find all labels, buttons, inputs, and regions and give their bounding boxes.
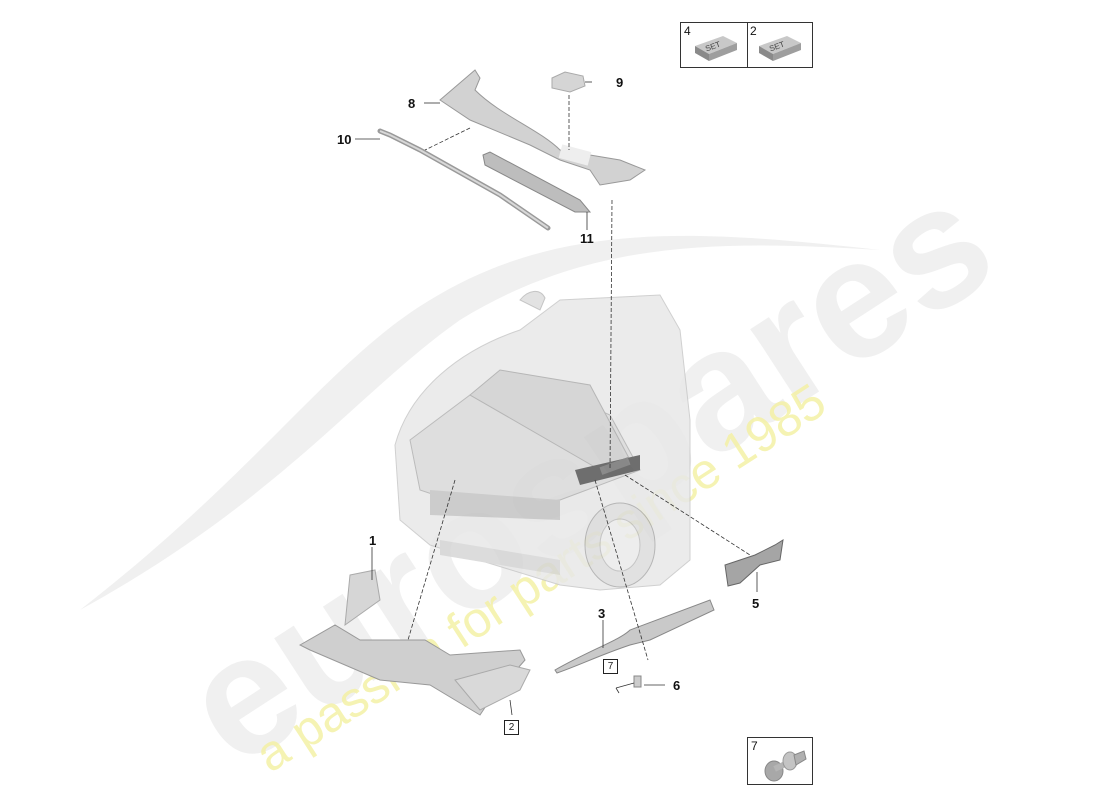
- part-5-bracket: [724, 539, 784, 587]
- push-clip-icon: [764, 750, 807, 782]
- callout-8[interactable]: 8: [408, 96, 416, 111]
- callout-6[interactable]: 6: [673, 678, 681, 693]
- callout-1[interactable]: 1: [369, 533, 377, 548]
- callout-5[interactable]: 5: [752, 596, 760, 611]
- set-box-icon: SET: [695, 36, 737, 61]
- part-11-insert: [482, 151, 592, 213]
- callout-10[interactable]: 10: [337, 132, 352, 147]
- part-3-side-trim: [554, 599, 715, 674]
- callout-7-boxed[interactable]: 7: [603, 659, 618, 674]
- kit-cell-1[interactable]: 4 SET: [681, 23, 748, 67]
- kit-cell-2[interactable]: 2 SET: [747, 23, 812, 67]
- clip-detail-box[interactable]: 7: [747, 737, 813, 785]
- kit-legend: 4 SET 2 SET: [680, 22, 813, 68]
- callout-3[interactable]: 3: [598, 606, 606, 621]
- set-box-icon: SET: [759, 36, 801, 61]
- clip-detail-number: 7: [751, 739, 758, 753]
- part-8-cowl-panel: [439, 69, 647, 186]
- kit-qty: 2: [750, 24, 757, 38]
- part-9-cap: [551, 71, 586, 93]
- kit-qty: 4: [684, 24, 691, 38]
- vehicle-illustration: [394, 291, 691, 591]
- callout-2-boxed[interactable]: 2: [504, 720, 519, 735]
- callout-11[interactable]: 11: [580, 231, 594, 246]
- callout-9[interactable]: 9: [616, 75, 624, 90]
- part-6-clip: [633, 675, 642, 688]
